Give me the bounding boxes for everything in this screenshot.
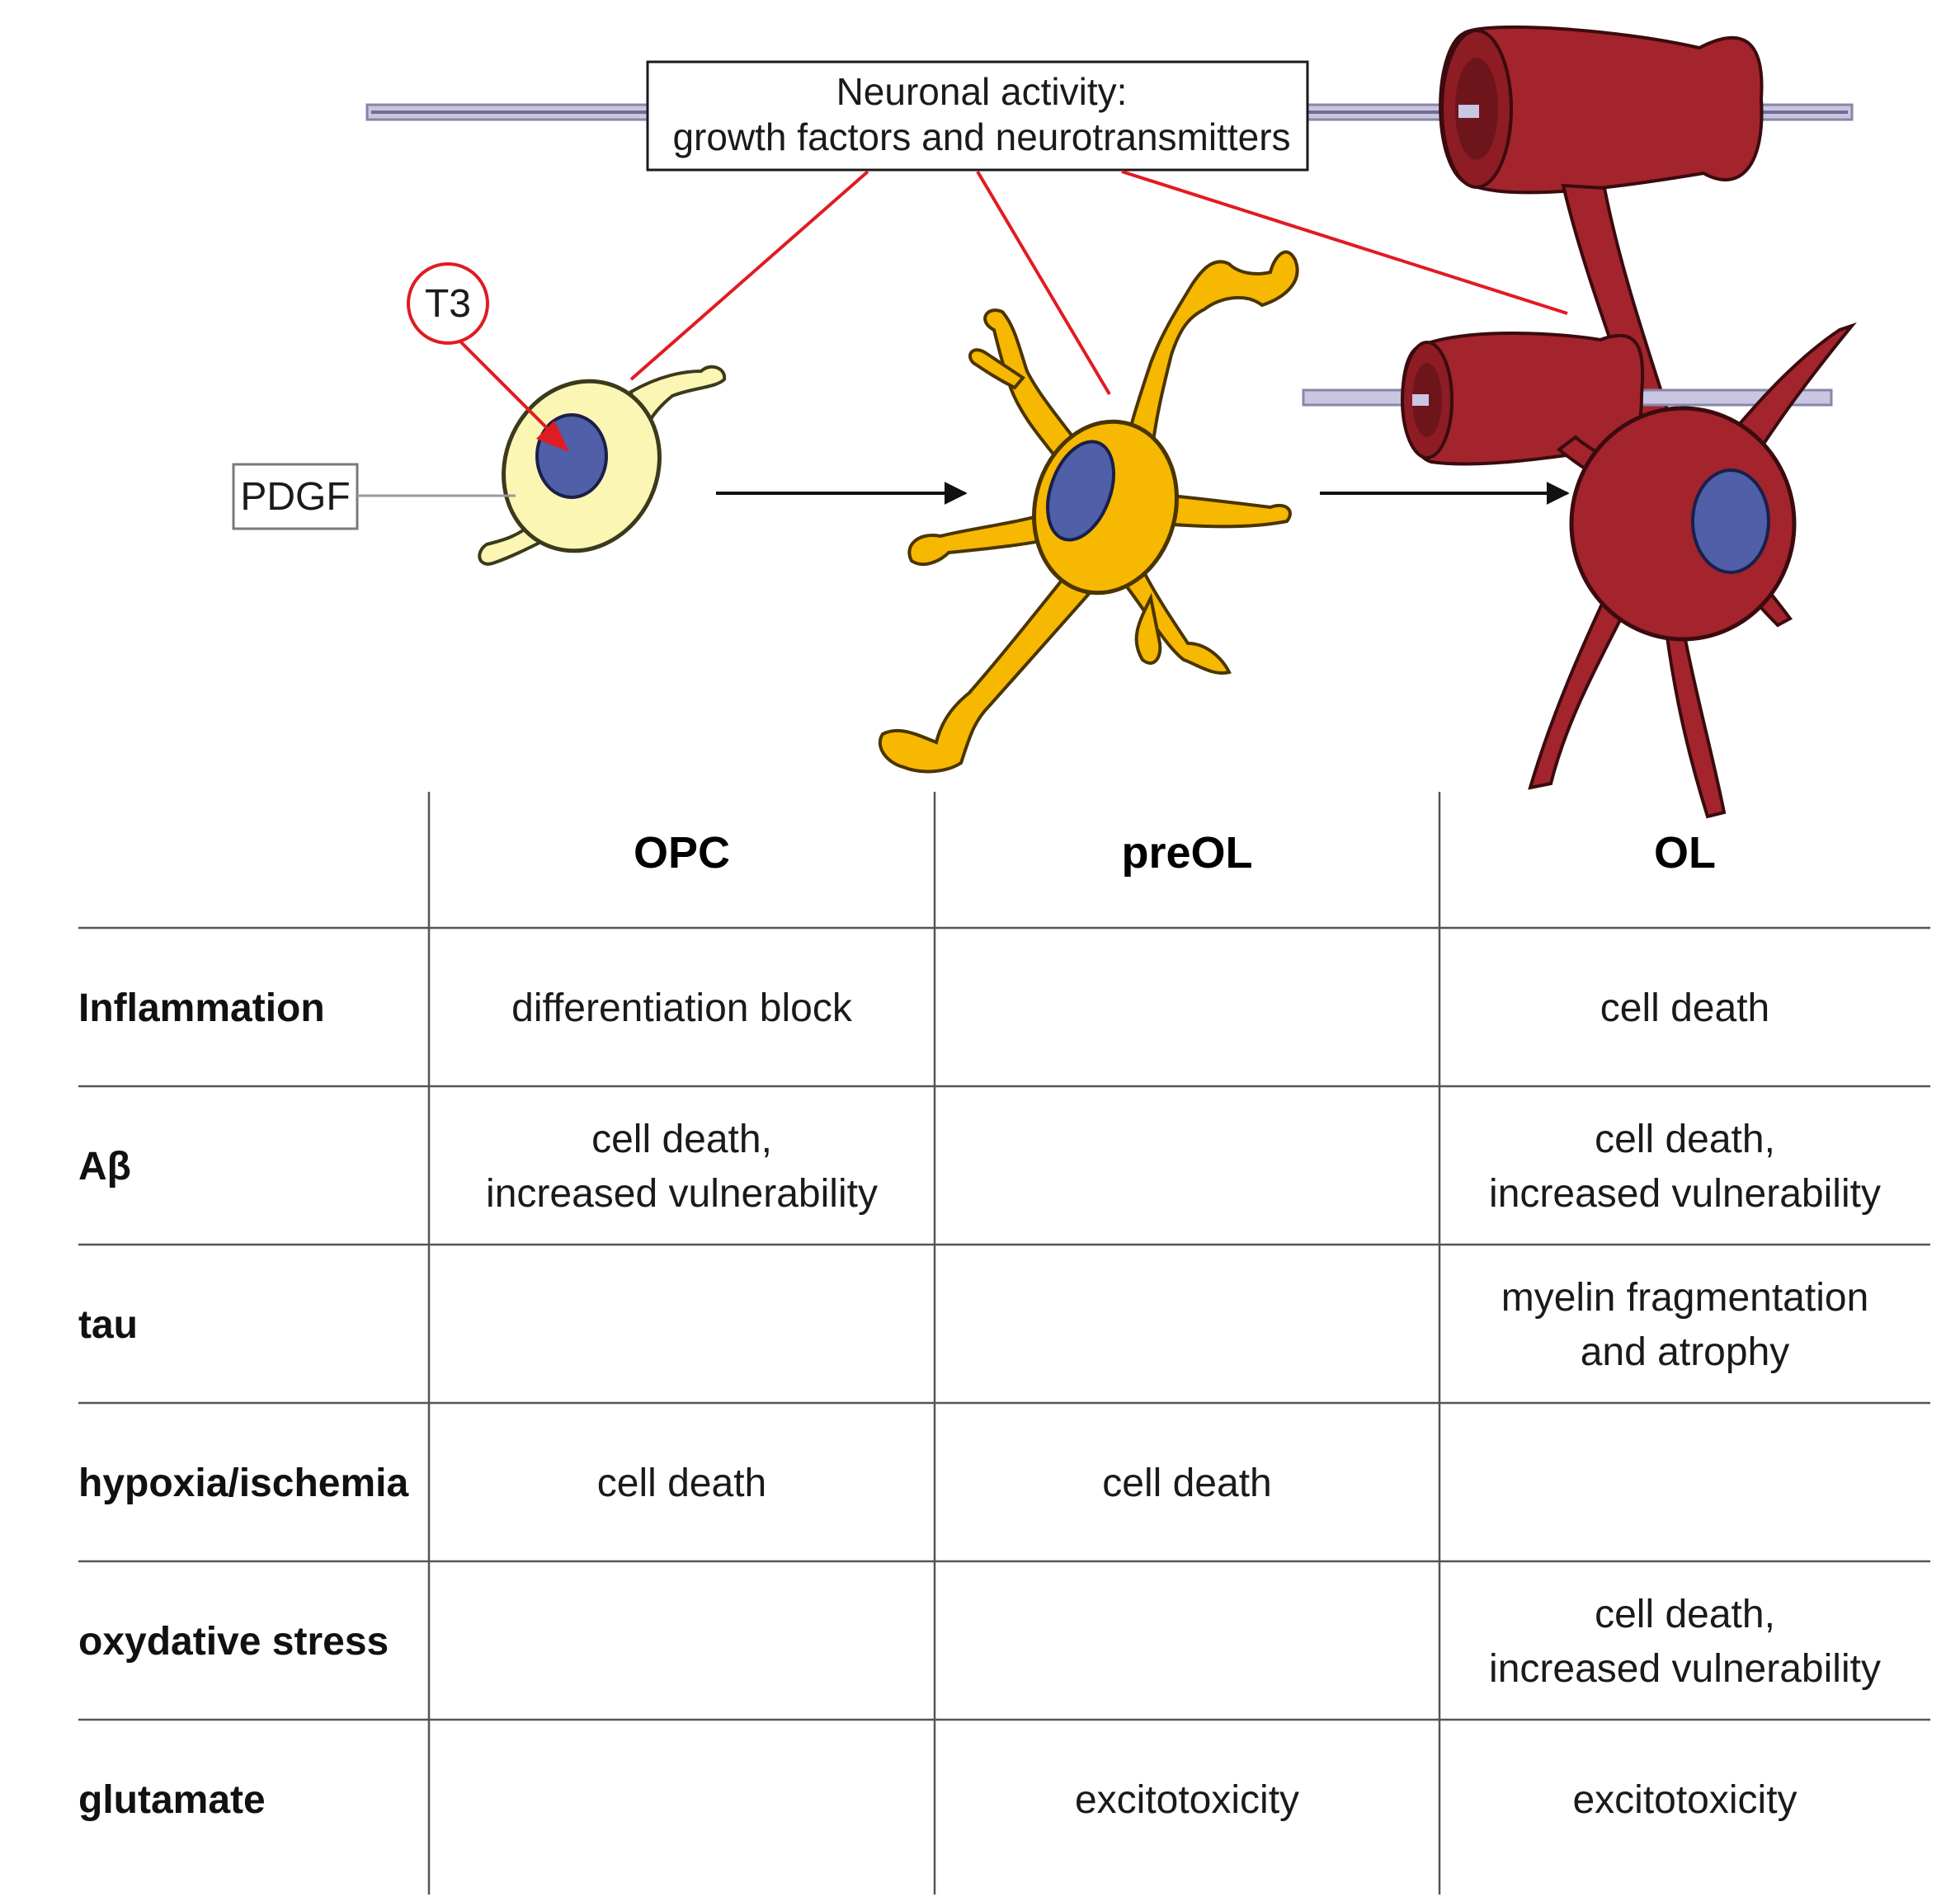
ol-soma: [1569, 406, 1797, 642]
row-label: Inflammation: [78, 986, 325, 1030]
influence-line-preol: [976, 170, 1111, 396]
table-cell-text: cell death: [597, 1462, 766, 1505]
influence-line-ol: [1121, 170, 1568, 315]
activity-line-2: growth factors and neurotransmitters: [672, 115, 1290, 158]
table-cell-text: myelin fragmentation: [1501, 1276, 1869, 1320]
column-header: preOL: [1121, 828, 1252, 878]
neuronal-activity-box: Neuronal activity: growth factors and ne…: [646, 60, 1309, 172]
table-cell-text: cell death: [1600, 986, 1769, 1030]
ol-nucleus: [1691, 468, 1770, 574]
row-label: tau: [78, 1303, 138, 1347]
row-label: hypoxia/ischemia: [78, 1462, 408, 1505]
table-cell-text: cell death,: [591, 1118, 772, 1161]
table-cell-text: increased vulnerability: [1489, 1172, 1881, 1216]
table-cell-text: excitotoxicity: [1075, 1778, 1299, 1822]
t3-arrowhead: [536, 421, 569, 452]
table-cell-text: cell death: [1102, 1462, 1271, 1505]
column-header: OPC: [634, 828, 730, 878]
pdgf-label: PDGF: [240, 475, 350, 519]
activity-line-1: Neuronal activity:: [836, 70, 1128, 113]
table-cell-text: differentiation block: [511, 986, 853, 1030]
activity-influence-lines: [629, 170, 1568, 396]
column-header: OL: [1654, 828, 1716, 878]
t3-circle: [407, 262, 489, 345]
table-cell-text: excitotoxicity: [1572, 1778, 1797, 1822]
table-cell-text: increased vulnerability: [1489, 1647, 1881, 1691]
pdgf-signal: PDGF: [232, 463, 516, 530]
t3-label: T3: [425, 282, 471, 326]
ol-cell: [1302, 25, 1857, 819]
preol-cell: [878, 250, 1299, 774]
vulnerability-table: OPC preOL OL Inflammation differentiation bl…: [78, 828, 1881, 1822]
t3-signal: T3: [407, 262, 569, 452]
table-cell-text: increased vulnerability: [486, 1172, 878, 1216]
row-label: oxydative stress: [78, 1620, 389, 1664]
table-cell-text: and atrophy: [1581, 1330, 1790, 1374]
table-cell-text: cell death,: [1595, 1118, 1775, 1161]
pdgf-box: [232, 463, 359, 530]
influence-line-opc: [629, 170, 869, 381]
opc-cell: [478, 365, 727, 566]
table-cell-text: cell death,: [1595, 1593, 1775, 1636]
row-label: glutamate: [78, 1778, 266, 1822]
vulnerability-table-grid: [78, 792, 1930, 1895]
row-label: Aβ: [78, 1145, 131, 1189]
preol-nucleus: [1046, 440, 1115, 542]
